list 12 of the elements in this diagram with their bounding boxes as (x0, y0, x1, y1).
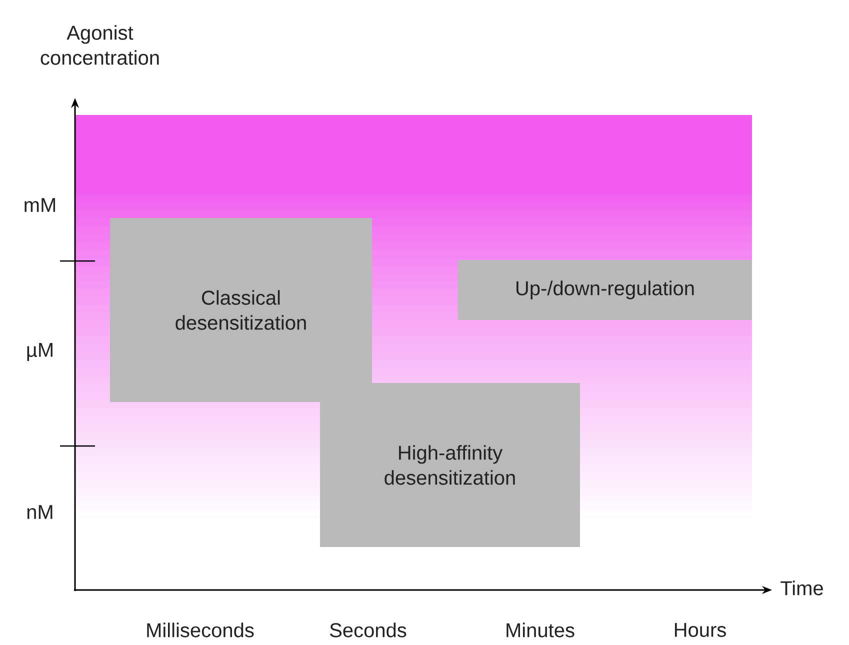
region-box: High-affinity desensitization (320, 383, 580, 547)
tick-label: Hours (674, 623, 726, 637)
tick-label: µM (27, 343, 52, 361)
region-box: Up-/down-regulation (458, 260, 752, 320)
axis-label: Agonist concentration (40, 25, 159, 65)
tick-label: mM (24, 198, 56, 212)
region-box: Classical desensitization (110, 218, 372, 402)
tick-label: nM (27, 505, 52, 519)
tick-label: Minutes (506, 622, 574, 638)
tick-label: Milliseconds (147, 622, 254, 638)
tick-label: Seconds (330, 622, 406, 638)
axis-label: Time (780, 580, 823, 596)
